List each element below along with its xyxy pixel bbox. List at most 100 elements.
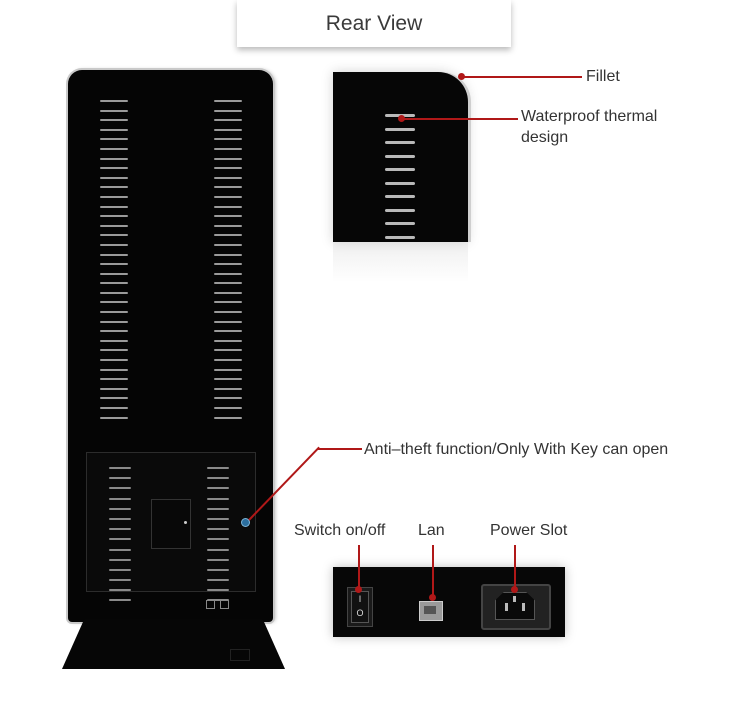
label-waterproof-line2: design <box>521 129 569 146</box>
vent-slot <box>214 311 242 314</box>
vent-slot <box>100 301 128 304</box>
label-switch: Switch on/off <box>294 522 386 539</box>
vent-slot <box>207 517 229 520</box>
vent-slot <box>100 416 128 419</box>
bottom-port-strip <box>204 600 244 610</box>
power-pin <box>522 603 525 611</box>
vent-slot <box>100 272 128 275</box>
vent-slot <box>207 487 229 490</box>
port-icon <box>206 600 215 609</box>
vent-slot <box>100 157 128 160</box>
vent-slot <box>100 234 128 237</box>
vent-slot <box>109 538 131 541</box>
vent-slot <box>100 195 128 198</box>
panel-vents-right <box>207 467 229 610</box>
vent-slot <box>207 599 229 602</box>
vent-slot <box>109 477 131 480</box>
vent-slot <box>100 186 128 189</box>
vent-slot <box>214 301 242 304</box>
vent-slot <box>214 128 242 131</box>
vent-slot <box>214 368 242 371</box>
vent-slot <box>385 195 415 198</box>
vent-slot <box>100 147 128 150</box>
callout-line-fillet <box>464 76 582 78</box>
vent-slot <box>214 176 242 179</box>
vent-slot <box>109 589 131 592</box>
label-power-slot: Power Slot <box>490 522 568 539</box>
vent-slot <box>385 235 415 239</box>
vent-slot <box>100 176 128 179</box>
label-lan: Lan <box>418 522 445 539</box>
vent-slot <box>100 330 128 333</box>
vent-slot <box>100 339 128 342</box>
vent-slot <box>207 589 229 592</box>
vent-slot <box>214 349 242 352</box>
callout-dot-power <box>511 586 518 593</box>
zoom-vents <box>385 114 415 242</box>
vent-slot <box>100 291 128 294</box>
vent-slot <box>214 167 242 170</box>
kiosk-base <box>62 619 285 669</box>
vent-slot <box>214 205 242 208</box>
vent-slot <box>214 100 242 102</box>
rocker-switch-icon: I O <box>347 587 373 627</box>
vent-slot <box>214 330 242 333</box>
vent-slot <box>100 359 128 362</box>
vent-slot <box>100 387 128 390</box>
vent-slot <box>207 528 229 531</box>
callout-line-switch <box>358 545 360 589</box>
vent-slot <box>100 311 128 314</box>
vent-slot <box>214 378 242 381</box>
power-pin <box>513 596 516 602</box>
vent-slot <box>214 224 242 227</box>
vent-slot <box>109 497 131 500</box>
vent-slot <box>214 387 242 390</box>
vent-slot <box>109 568 131 571</box>
vent-slot <box>100 243 128 246</box>
callout-line-antitheft <box>318 448 362 450</box>
port-icon <box>220 600 229 609</box>
fillet-zoom-image <box>333 72 468 242</box>
vent-slot <box>100 138 128 141</box>
keyhole-icon <box>184 521 187 524</box>
kiosk-rear-body <box>68 70 273 622</box>
callout-line-power <box>514 545 516 589</box>
vent-slot <box>214 215 242 218</box>
vent-slot <box>385 222 415 225</box>
vent-slot <box>385 127 415 131</box>
vent-slot <box>207 467 229 469</box>
fillet-zoom-reflection <box>333 242 468 282</box>
vent-slot <box>109 599 131 602</box>
vent-slot <box>109 487 131 490</box>
lan-port-hole <box>424 606 436 614</box>
vent-slot <box>109 579 131 582</box>
vent-slot <box>100 368 128 371</box>
vent-slot <box>207 579 229 582</box>
page-title: Rear View <box>237 0 511 47</box>
vent-slot <box>100 349 128 352</box>
vent-column-left <box>100 100 128 426</box>
vent-slot <box>100 128 128 131</box>
ports-zoom-image: I O <box>333 567 565 637</box>
panel-vents-left <box>109 467 131 610</box>
vent-slot <box>214 253 242 256</box>
vent-slot <box>385 141 415 144</box>
vent-slot <box>109 558 131 561</box>
vent-slot <box>214 339 242 342</box>
vent-slot <box>100 109 128 112</box>
vent-slot <box>100 397 128 400</box>
vent-slot <box>214 243 242 246</box>
vent-slot <box>100 320 128 323</box>
base-mark <box>230 649 250 661</box>
rear-access-panel <box>86 452 256 602</box>
key-lock-icon <box>242 519 249 526</box>
vent-slot <box>214 119 242 122</box>
vent-slot <box>214 138 242 141</box>
vent-slot <box>214 416 242 419</box>
vent-slot <box>207 538 229 541</box>
vent-slot <box>207 497 229 500</box>
callout-line-lan <box>432 545 434 597</box>
vent-slot <box>207 507 229 510</box>
callout-dot-fillet <box>458 73 465 80</box>
vent-slot <box>100 167 128 170</box>
